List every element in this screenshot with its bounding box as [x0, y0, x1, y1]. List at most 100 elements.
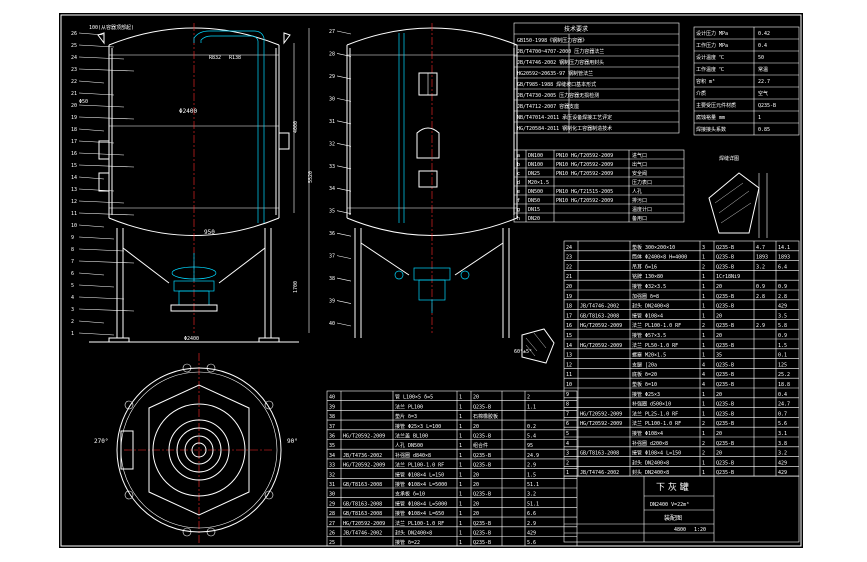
detail-angle: 60°±5° [514, 349, 532, 355]
bom-name: 支腿 [20a [632, 361, 657, 368]
param-label: 设计压力 MPa [696, 30, 728, 37]
bom-no: 21 [566, 274, 572, 280]
bom-qty: 1 [702, 392, 705, 398]
callout-right: 36 [329, 231, 335, 237]
bom-mat: 石棉橡胶板 [473, 413, 498, 420]
callout-right: 35 [329, 209, 335, 215]
bom-no: 23 [566, 255, 572, 261]
title-name: 下 灰 罐 [656, 481, 689, 493]
bom-w: 4.7 [756, 245, 765, 251]
bom-std: GB/T8163-2008 [343, 482, 382, 488]
bom-mat: 1Cr18Ni9 [716, 274, 740, 280]
dim-5520: 5520 [308, 171, 314, 183]
bom-mat: Q235-B [716, 264, 734, 270]
callout-right: 37 [329, 254, 335, 260]
bom-mat: Q235-B [716, 294, 734, 300]
callout-left: 5 [71, 283, 74, 289]
dim-diameter-base: Φ2400 [184, 336, 199, 342]
bom-tw: 3.1 [778, 431, 787, 437]
bom-qty: 1 [702, 343, 705, 349]
bom-qty: 1 [702, 294, 705, 300]
nozzle-mark: g [517, 207, 520, 213]
callout-right: 40 [329, 321, 335, 327]
bom-tw: 3.8 [778, 441, 787, 447]
callout-right: 32 [329, 141, 335, 147]
param-label: 工作压力 MPa [696, 42, 728, 49]
bom-mat: 35 [716, 353, 722, 359]
bom-qty: 1 [459, 395, 462, 401]
callout-left: 14 [71, 175, 77, 181]
callout-left: 23 [71, 67, 77, 73]
bom-no: 8 [566, 402, 569, 408]
bom-mat: Q235-B [473, 521, 491, 527]
param-value: 0.4 [758, 43, 767, 49]
nozzle-mark: c [517, 171, 520, 177]
inner-pipe [193, 30, 265, 223]
bom-mat: 组合件 [473, 442, 488, 449]
callout-left: 18 [71, 127, 77, 133]
callout-left: 2 [71, 319, 74, 325]
callout-left: 15 [71, 163, 77, 169]
bom-mat: 20 [716, 431, 722, 437]
bom-tw: 5.8 [778, 323, 787, 329]
bom-qty: 1 [459, 492, 462, 498]
bom-qty: 1 [459, 521, 462, 527]
tech-row: NB/T47014-2011 承压设备焊接工艺评定 [517, 114, 612, 121]
nozzle-std: PN10 HG/T20592-2009 [556, 153, 613, 159]
bom-std: HG/T20592-2009 [343, 434, 385, 440]
bom-no: 4 [566, 441, 569, 447]
bom-w: 1893 [756, 255, 768, 261]
bom-mat: Q235-B [716, 362, 734, 368]
bom-mat: Q235-B [716, 470, 734, 476]
bom-no: 27 [329, 521, 335, 527]
bom-tw: 1.1 [527, 404, 536, 410]
callout-left: 22 [71, 79, 77, 85]
bom-mat: 20 [716, 392, 722, 398]
param-label: 主要受压元件材质 [696, 102, 736, 109]
bom-mat: Q235-B [473, 492, 491, 498]
bom-qty: 2 [702, 441, 705, 447]
bom-qty: 1 [702, 402, 705, 408]
bom-mat: Q235-B [716, 304, 734, 310]
bom-name: 封头 DN2400×8 [632, 303, 669, 310]
bom-no: 32 [329, 472, 335, 478]
bom-qty: 4 [702, 382, 705, 388]
front-top-note: 100(从容器顶部起) [89, 24, 134, 31]
bom-name: 接管 Φ108×4 L=5000 [395, 481, 447, 488]
nozzle-use: 压力表口 [632, 179, 652, 186]
bom-name: 补强圈 d840×8 [395, 452, 431, 459]
bom-mat: Q235-B [716, 245, 734, 251]
nozzle-mark: f [517, 198, 520, 204]
bom-name: 吊耳 δ=16 [632, 264, 657, 270]
callout-right: 34 [329, 186, 335, 192]
bom-no: 24 [566, 245, 572, 251]
bom-std: GB/T8163-2008 [580, 313, 619, 319]
param-label: 容积 m³ [696, 78, 715, 85]
bom-name: 法兰 PL100-1.0 RF [632, 322, 681, 329]
bom-mat: 20 [716, 451, 722, 457]
callout-left: 6 [71, 271, 74, 277]
bom-name: 垫片 δ=3 [395, 413, 417, 420]
bom-tw: 2.8 [778, 294, 787, 300]
nozzle-dn: DN15 [528, 207, 540, 213]
dim-4000: 4000 [293, 121, 299, 133]
dim-1700: 1700 [293, 281, 299, 293]
bom-name: 接管 Φ25×3 L=100 [395, 423, 441, 430]
nozzle-std: PN10 HG/T20592-2009 [556, 198, 613, 204]
bom-qty: 1 [459, 540, 462, 546]
side-view [346, 23, 518, 338]
callout-right: 33 [329, 164, 335, 170]
plan-hexframe [148, 384, 250, 516]
bom-no: 1 [566, 470, 569, 476]
bom-name: 管 L100×5 δ=5 [395, 394, 433, 401]
bom-mat: 20 [473, 395, 479, 401]
bom-mat: 20 [473, 424, 479, 430]
callout-left: 1 [71, 331, 74, 337]
tech-title: 技术要求 [564, 25, 588, 33]
bom-name: 法兰 PL100-1.0 RF [395, 520, 444, 527]
param-value: 1 [758, 115, 761, 121]
bom-mat: Q235-B [716, 421, 734, 427]
bom-qty: 1 [702, 353, 705, 359]
